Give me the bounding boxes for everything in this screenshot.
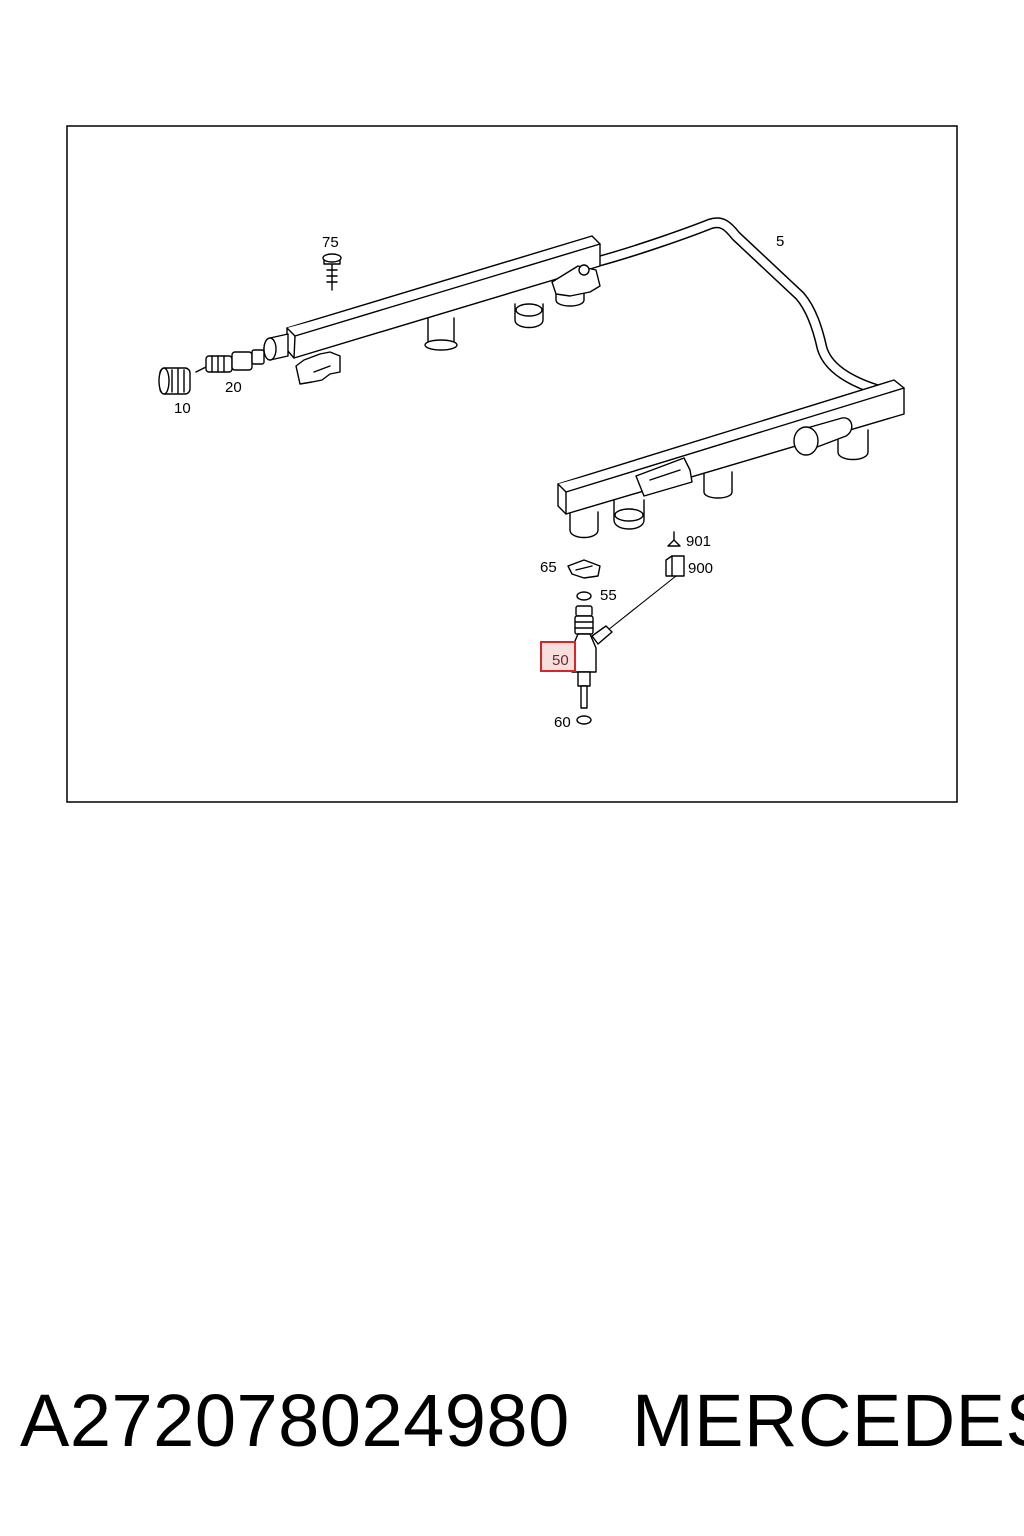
highlight-box-part-50 xyxy=(540,641,576,672)
lower-fuel-rail xyxy=(557,379,905,539)
part-50-injector xyxy=(571,605,613,709)
upper-fuel-rail xyxy=(263,235,601,385)
callout-labels: 5 75 10 20 901 900 65 55 60 50 xyxy=(174,233,784,731)
label-part-5: 5 xyxy=(776,233,784,250)
product-caption: A272078024980 MERCEDES xyxy=(20,1378,1024,1468)
label-part-901: 901 xyxy=(686,533,711,550)
part-55-o-ring xyxy=(576,591,592,601)
part-60-o-ring xyxy=(576,715,592,725)
label-part-20: 20 xyxy=(225,379,242,396)
part-number: A272078024980 xyxy=(20,1379,570,1462)
label-part-60: 60 xyxy=(554,714,571,731)
part-65-clip xyxy=(567,559,601,579)
label-part-55: 55 xyxy=(600,587,617,604)
part-901-pin xyxy=(667,531,681,547)
label-part-900: 900 xyxy=(688,560,713,577)
label-part-10: 10 xyxy=(174,400,191,417)
part-10-cap xyxy=(158,367,191,395)
diagram-frame xyxy=(66,125,958,803)
brand-name: MERCEDES xyxy=(632,1379,1024,1462)
part-75-bolt xyxy=(322,253,342,291)
label-part-65: 65 xyxy=(540,559,557,576)
part-900-connector xyxy=(607,555,685,631)
label-part-75: 75 xyxy=(322,234,339,251)
label-part-50: 50 xyxy=(552,652,569,669)
crossover-pipe xyxy=(590,217,884,396)
part-20-valve xyxy=(195,349,265,373)
